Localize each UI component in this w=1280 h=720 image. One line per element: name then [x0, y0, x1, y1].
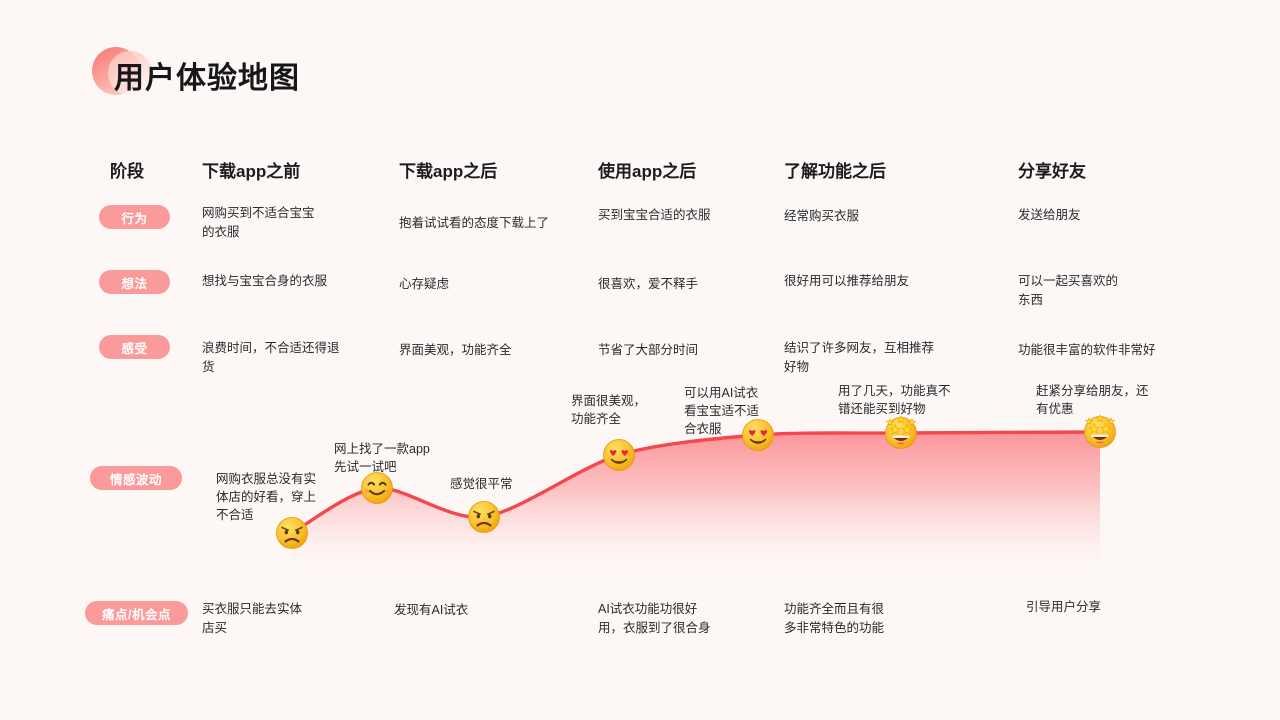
emotion-annotation-5: 可以用AI试衣 看宝宝适不适 合衣服: [684, 386, 760, 436]
heart-eyes-emoji[interactable]: [741, 418, 775, 452]
column-header-before-download: 下载app之前: [202, 162, 301, 181]
column-header-share: 分享好友: [1018, 162, 1086, 181]
heart-eyes-emoji[interactable]: [602, 438, 636, 472]
angry-face-emoji[interactable]: [275, 516, 309, 550]
cell-thoughts-1: 想找与宝宝合身的衣服: [202, 274, 328, 288]
cell-painpoints-3: AI试衣功能功很好 用，衣服到了很合身: [598, 602, 711, 635]
title-circle-front-icon: [108, 51, 152, 95]
cell-feelings-2: 界面美观，功能齐全: [399, 343, 512, 357]
cell-behavior-3: 买到宝宝合适的衣服: [598, 208, 711, 222]
column-header-after-download: 下载app之后: [399, 162, 498, 181]
emotion-annotation-3: 感觉很平常: [450, 477, 513, 491]
cell-painpoints-5: 引导用户分享: [1026, 600, 1102, 614]
cell-behavior-1: 网购买到不适合宝宝 的衣服: [202, 206, 315, 239]
cell-behavior-4: 经常购买衣服: [784, 209, 860, 223]
emotion-annotation-6: 用了几天，功能真不 错还能买到好物: [838, 384, 951, 416]
cell-painpoints-4: 功能齐全而且有很 多非常特色的功能: [784, 602, 885, 635]
emotion-annotation-1: 网购衣服总没有实 体店的好看，穿上 不合适: [216, 472, 317, 522]
column-header-after-use: 使用app之后: [598, 162, 697, 181]
row-pill-emotion-curve: 情感波动: [90, 466, 182, 490]
cell-behavior-5: 发送给朋友: [1018, 208, 1081, 222]
page-title-group: 用户体验地图: [92, 45, 300, 105]
title-decoration-circles: [92, 47, 152, 103]
cell-feelings-4: 结识了许多网友，互相推荐 好物: [784, 341, 935, 374]
cell-thoughts-5: 可以一起买喜欢的 东西: [1018, 274, 1119, 307]
emotion-annotation-7: 赶紧分享给朋友，还 有优惠: [1036, 384, 1149, 416]
star-struck-emoji[interactable]: [884, 416, 918, 450]
cell-feelings-1: 浪费时间，不合适还得退 货: [202, 341, 340, 374]
emotion-annotation-2: 网上找了一款app 先试一试吧: [334, 442, 430, 474]
column-header-after-features: 了解功能之后: [784, 162, 886, 181]
cell-painpoints-1: 买衣服只能去实体 店买: [202, 602, 303, 635]
row-pill-behavior: 行为: [99, 205, 170, 229]
emotion-curve-area: [292, 432, 1100, 575]
column-header-stage: 阶段: [110, 162, 144, 181]
star-struck-emoji[interactable]: [1083, 415, 1117, 449]
cell-thoughts-4: 很好用可以推荐给朋友: [784, 274, 910, 288]
row-pill-painpoints: 痛点/机会点: [85, 601, 188, 625]
row-pill-feelings: 感受: [99, 335, 170, 359]
row-pill-thoughts: 想法: [99, 270, 170, 294]
cell-thoughts-2: 心存疑虑: [399, 277, 450, 291]
smiling-face-emoji[interactable]: [360, 471, 394, 505]
cell-thoughts-3: 很喜欢，爱不释手: [598, 277, 699, 291]
emotion-annotation-4: 界面很美观， 功能齐全: [571, 394, 647, 426]
cell-painpoints-2: 发现有AI试衣: [394, 603, 469, 617]
cell-behavior-2: 抱着试试看的态度下载上了: [399, 216, 550, 230]
cell-feelings-5: 功能很丰富的软件非常好: [1018, 343, 1156, 357]
page-title: 用户体验地图: [114, 62, 300, 95]
cell-feelings-3: 节省了大部分时间: [598, 343, 699, 357]
angry-face-emoji[interactable]: [467, 500, 501, 534]
